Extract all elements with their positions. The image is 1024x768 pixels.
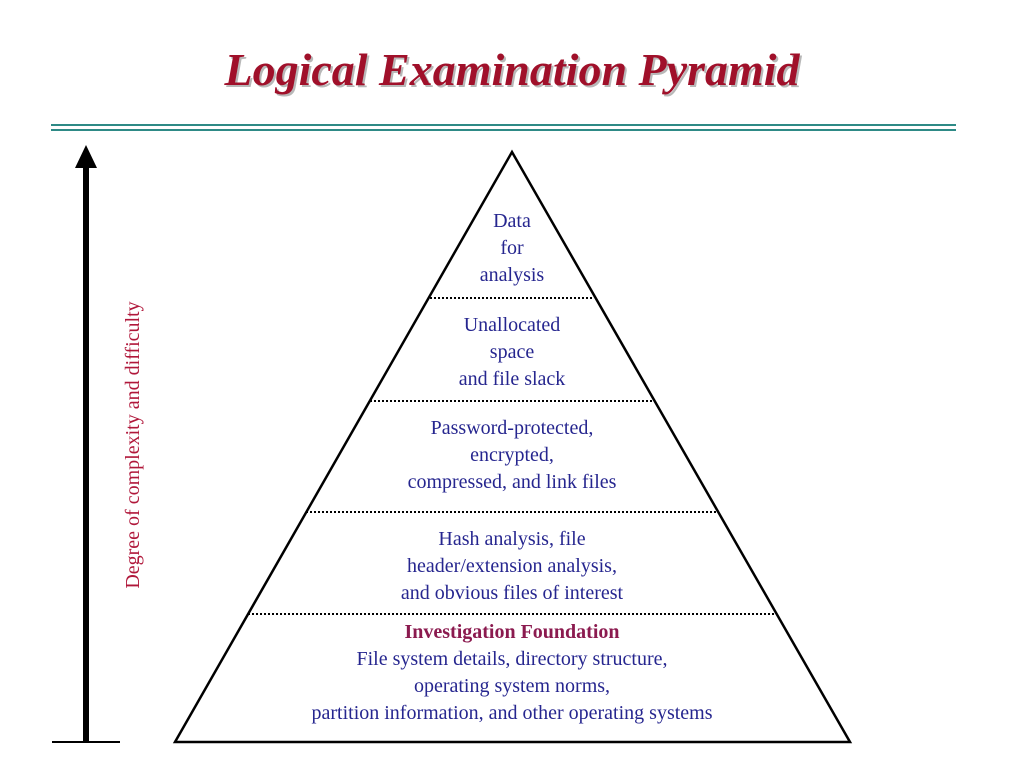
- tier-2-text: Unallocated space and file slack: [372, 312, 652, 393]
- tier-4-line-1: Hash analysis, file: [438, 528, 586, 550]
- slide-title: Logical Examination Pyramid: [224, 44, 800, 95]
- tier-5-line-3: partition information, and other operati…: [311, 702, 713, 724]
- tier-3-line-1: Password-protected,: [430, 417, 594, 439]
- foundation-heading: Investigation Foundation: [404, 621, 620, 643]
- tier-1-line-1: Data: [493, 210, 531, 232]
- tier-2-line-3: and file slack: [458, 368, 566, 390]
- tier-1-line-2: for: [500, 237, 524, 259]
- tier-3-line-3: compressed, and link files: [407, 471, 617, 493]
- tier-4-line-3: and obvious files of interest: [400, 582, 624, 604]
- axis-label: Degree of complexity and difficulty: [122, 301, 144, 589]
- title-divider-bottom: [51, 129, 956, 131]
- tier-5-line-1: File system details, directory structure…: [356, 648, 668, 670]
- tier-3-line-2: encrypted,: [470, 444, 554, 466]
- tier-4-text: Hash analysis, file header/extension ana…: [312, 526, 712, 607]
- tier-1-line-3: analysis: [479, 264, 545, 286]
- tier-2-line-1: Unallocated: [463, 314, 561, 336]
- tier-3-text: Password-protected, encrypted, compresse…: [332, 415, 692, 496]
- tier-1-text: Data for analysis: [412, 208, 612, 289]
- tier-2-line-2: space: [489, 341, 535, 363]
- pyramid-outline: [172, 149, 853, 744]
- complexity-arrow-head: [75, 145, 97, 168]
- tier-5-text: Investigation Foundation File system det…: [232, 619, 792, 727]
- tier-5-line-2: operating system norms,: [413, 675, 611, 697]
- tier-4-line-2: header/extension analysis,: [407, 555, 617, 577]
- title-divider-top: [51, 124, 956, 126]
